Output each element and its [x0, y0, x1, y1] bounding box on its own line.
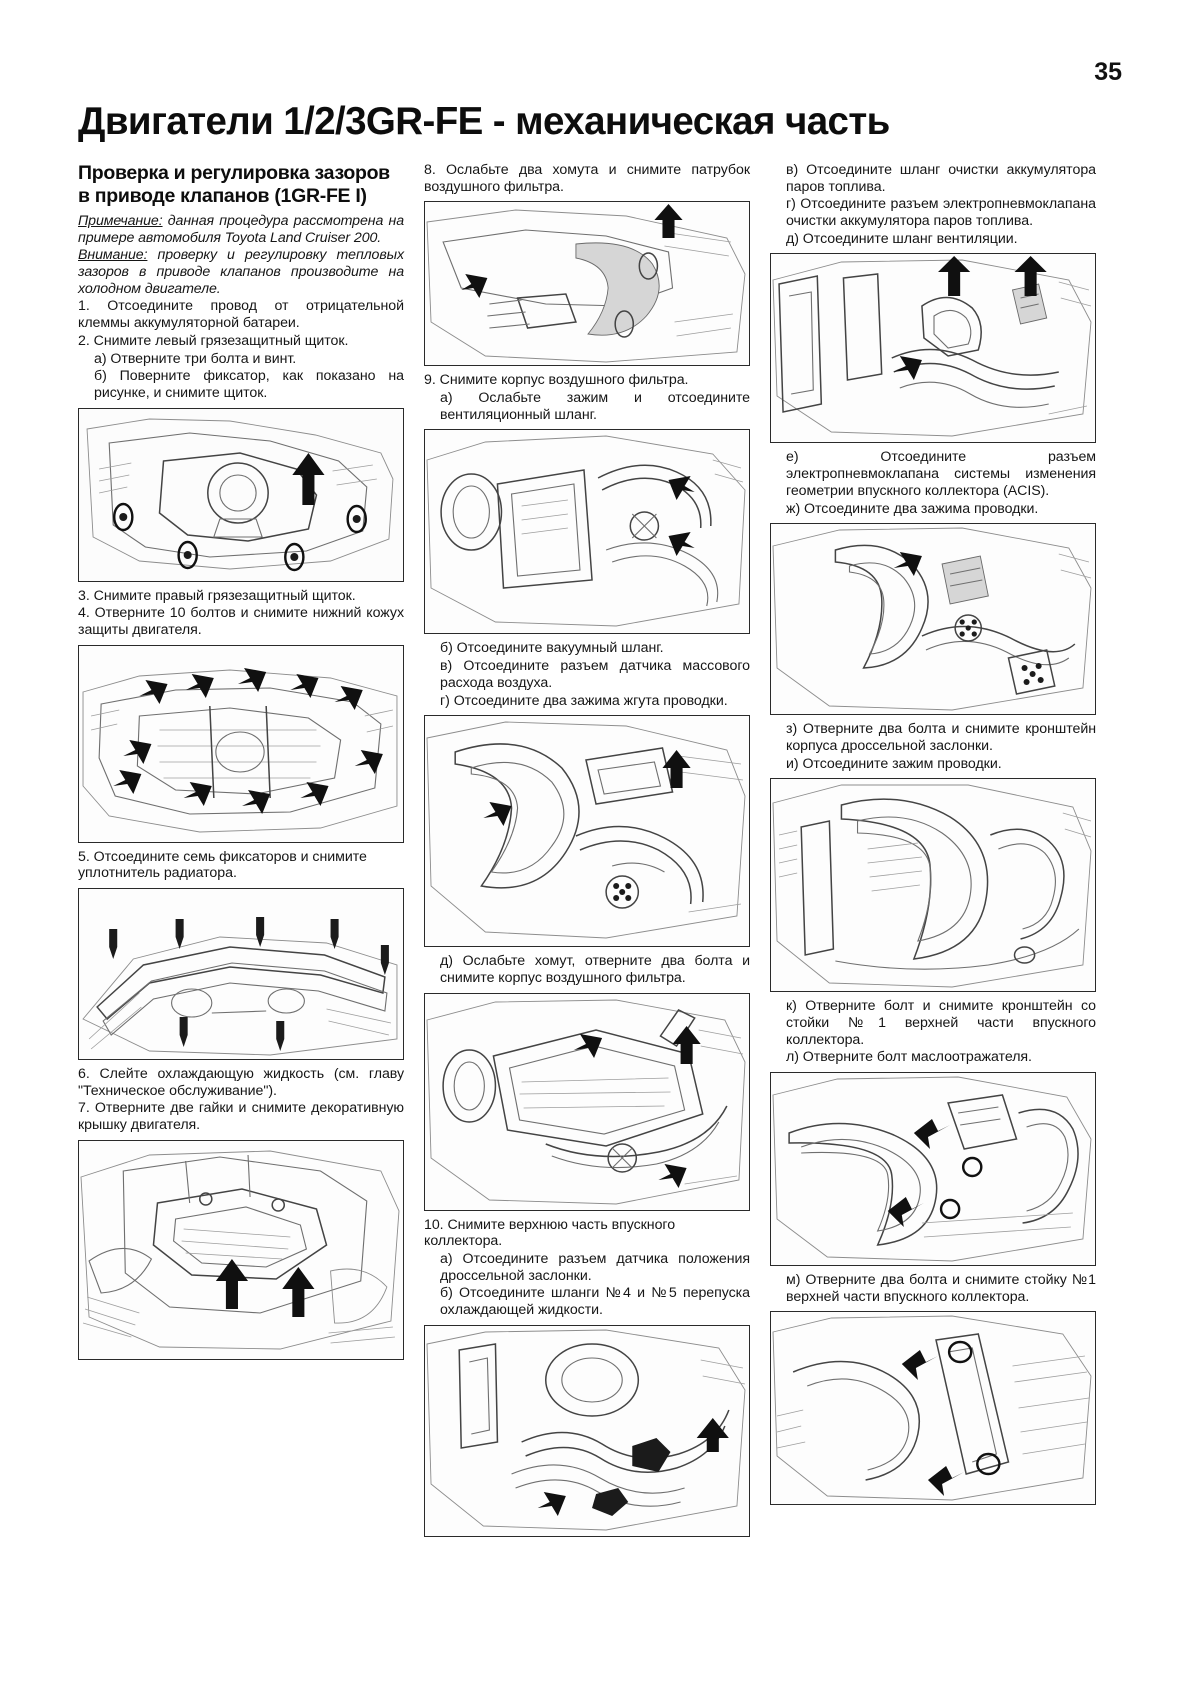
air-filter-pipe-illustration: [425, 202, 749, 366]
step-4: 4. Отверните 10 болтов и снимите нижний …: [78, 605, 404, 638]
figure-radiator-seal: [78, 888, 404, 1060]
throttle-body-bracket-illustration: [771, 779, 1095, 992]
step-10v: в) Отсоедините шланг очистки аккумулятор…: [786, 162, 1096, 195]
step-6: 6. Слейте охлаждающую жидкость (см. глав…: [78, 1066, 404, 1099]
engine-under-cover-illustration: [79, 645, 403, 842]
step-10l: л) Отверните болт маслоотражателя.: [786, 1049, 1032, 1066]
step-10: 10. Снимите верхнюю часть впускного колл…: [424, 1216, 676, 1250]
figure-mud-shield: [78, 407, 404, 582]
note-text: данная процедура рассмотрена на примере …: [78, 213, 404, 246]
figure-maf-sensor: [424, 715, 750, 948]
figure-intake-manifold-stay: [770, 1311, 1096, 1506]
step-10d: д) Отсоедините шланг вентиляции.: [786, 230, 1018, 247]
left-column: Проверка и регулировка зазоров в приводе…: [78, 162, 404, 1602]
step-10b: б) Отсоедините шланги №4 и №5 перепуска …: [440, 1285, 750, 1318]
step-9b: б) Отсоедините вакуумный шланг.: [440, 640, 664, 657]
step-10i: и) Отсоедините зажим проводки.: [786, 755, 1002, 772]
page-title: Двигатели 1/2/3GR-FE - механическая част…: [78, 100, 890, 143]
section-heading: Проверка и регулировка зазоров в приводе…: [78, 162, 390, 207]
middle-column: 8. Ослабьте два хомута и снимите патрубо…: [424, 162, 750, 1602]
step-10k: к) Отверните болт и снимите кронштейн со…: [786, 998, 1096, 1048]
step-9: 9. Снимите корпус воздушного фильтра.: [424, 372, 689, 389]
figure-oil-deflector: [770, 1072, 1096, 1266]
step-5: 5. Отсоедините семь фиксаторов и снимите…: [78, 848, 367, 882]
step-2: 2. Снимите левый грязезащитный щиток.: [78, 332, 349, 349]
ventilation-hose-illustration: [425, 430, 749, 634]
step-10e: е) Отсоедините разъем электропневмоклапа…: [786, 449, 1096, 499]
decorative-cover-illustration: [79, 1140, 403, 1359]
step-9d: д) Ослабьте хомут, отверните два болта и…: [440, 953, 750, 986]
page-number: 35: [1094, 58, 1122, 86]
acis-solenoid-illustration: [771, 524, 1095, 715]
intake-manifold-stay-illustration: [771, 1312, 1095, 1505]
figure-decorative-cover: [78, 1139, 404, 1360]
figure-acis-solenoid: [770, 523, 1096, 716]
mud-shield-illustration: [79, 408, 403, 581]
step-10a: а) Отсоедините разъем датчика положения …: [440, 1250, 750, 1284]
step-10zh: ж) Отсоедините два зажима проводки.: [786, 500, 1039, 517]
step-10m: м) Отверните два болта и снимите стойку …: [786, 1272, 1096, 1305]
note-paragraph: Примечание: данная процедура рассмотрена…: [78, 213, 404, 246]
figure-ventilation-hose: [424, 429, 750, 635]
right-column: в) Отсоедините шланг очистки аккумулятор…: [770, 162, 1096, 1602]
warning-paragraph: Внимание: проверку и регулировку тепловы…: [78, 247, 404, 297]
step-2b: б) Поверните фиксатор, как показано на р…: [94, 368, 404, 401]
air-filter-housing-illustration: [425, 993, 749, 1210]
radiator-seal-illustration: [79, 889, 403, 1059]
figure-air-filter-pipe: [424, 201, 750, 367]
figure-engine-under-cover: [78, 644, 404, 843]
step-3: 3. Снимите правый грязезащитный щиток.: [78, 587, 356, 604]
warning-text: проверку и регулировку тепловых зазоров …: [78, 247, 404, 297]
step-9g: г) Отсоедините два зажима жгута проводки…: [440, 692, 728, 709]
figure-air-filter-housing: [424, 992, 750, 1211]
figure-throttle-position-sensor: [424, 1324, 750, 1537]
figure-canister-hose: [770, 253, 1096, 444]
three-column-body: Проверка и регулировка зазоров в приводе…: [78, 162, 1124, 1602]
maf-sensor-illustration: [425, 716, 749, 947]
throttle-position-sensor-illustration: [425, 1325, 749, 1536]
step-9a: а) Ослабьте зажим и отсоедините вентиляц…: [440, 390, 750, 423]
step-10g: г) Отсоедините разъем электропневмоклапа…: [786, 196, 1096, 230]
note-label: Примечание:: [78, 213, 163, 229]
warning-label: Внимание:: [78, 247, 148, 264]
step-7: 7. Отверните две гайки и снимите декорат…: [78, 1100, 404, 1134]
step-8: 8. Ослабьте два хомута и снимите патрубо…: [424, 162, 750, 195]
step-10z: з) Отверните два болта и снимите кронште…: [786, 721, 1096, 754]
step-2a: а) Отверните три болта и винт.: [94, 350, 297, 367]
canister-hose-illustration: [771, 254, 1095, 443]
figure-throttle-body-bracket: [770, 778, 1096, 993]
step-9v: в) Отсоедините разъем датчика массового …: [440, 658, 750, 691]
step-1: 1. Отсоедините провод от отрицательной к…: [78, 298, 404, 332]
oil-deflector-illustration: [771, 1073, 1095, 1265]
